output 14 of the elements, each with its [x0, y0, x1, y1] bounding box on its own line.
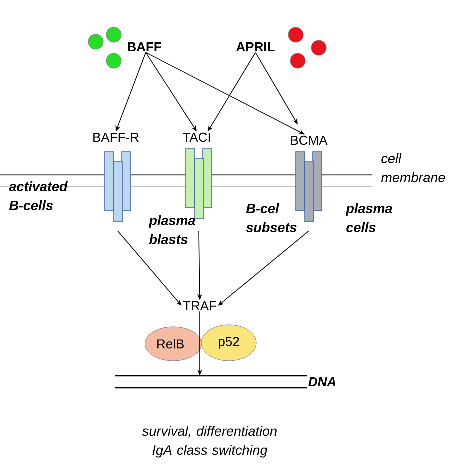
cell-type-label: B-cel subsets — [246, 204, 297, 232]
membrane-label: cell membrane — [381, 154, 446, 182]
receptor-label: BAFF-R — [94, 133, 139, 142]
cell-type-label: plasma cells — [346, 204, 392, 232]
cell-type-label: plasma blasts — [148, 216, 196, 244]
receptor-label: TACI — [182, 132, 210, 142]
ligand-label: APRIL — [236, 42, 275, 52]
traf-label: TRAF — [183, 302, 216, 310]
receptor-label: BCMA — [291, 136, 328, 146]
arrow — [118, 230, 182, 306]
dna-label: DNA — [308, 378, 336, 386]
outcome-label: survival, differentiation IgA class switching — [142, 426, 277, 458]
ligand-label: BAFF — [128, 42, 162, 52]
cell-type-label: activated B-cells — [9, 182, 68, 210]
